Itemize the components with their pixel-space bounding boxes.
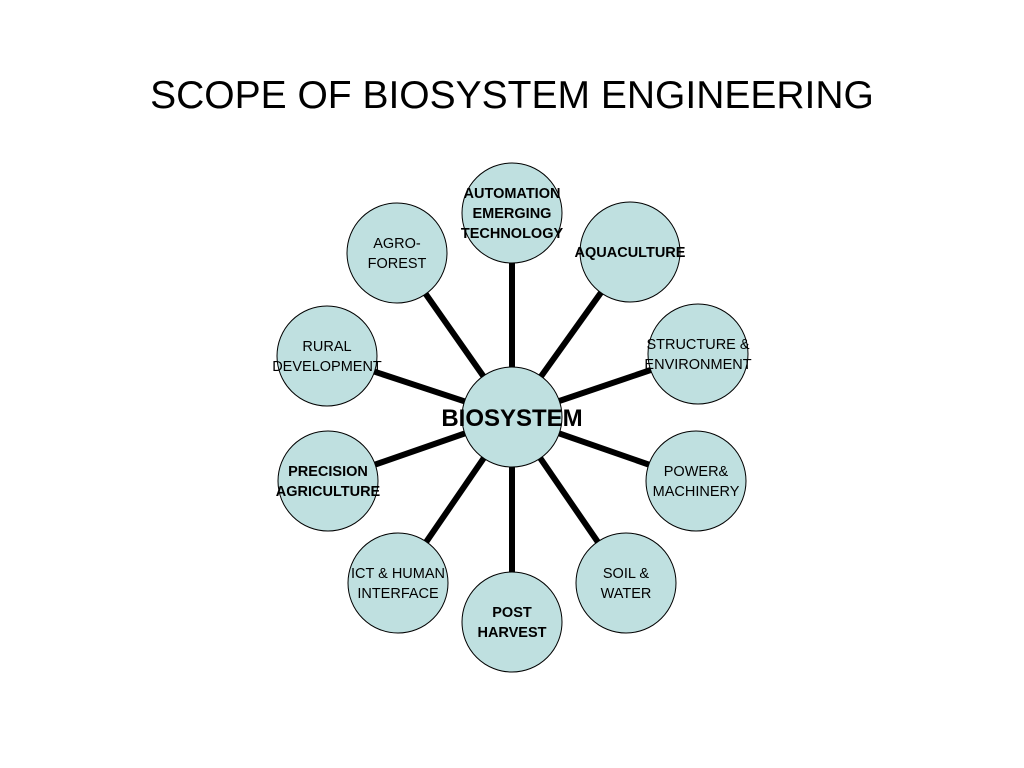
node-label-power: MACHINERY: [653, 484, 740, 500]
node-label-agro: AGRO-: [373, 236, 421, 252]
node-label-soil: SOIL &: [603, 566, 650, 582]
hub-group: BIOSYSTEM: [441, 366, 583, 468]
node-label-aquaculture: AQUACULTURE: [575, 245, 686, 261]
node-structure: STRUCTURE & ENVIRONMENT: [644, 303, 752, 405]
node-precision: PRECISION AGRICULTURE: [276, 430, 381, 532]
node-soil: SOIL & WATER: [575, 532, 677, 634]
node-label-ict: ICT & HUMAN: [351, 566, 445, 582]
node-label-power: POWER&: [664, 464, 729, 480]
node-label-ict: INTERFACE: [357, 586, 439, 602]
node-label-automation: TECHNOLOGY: [461, 226, 564, 242]
node-ict: ICT & HUMAN INTERFACE: [347, 532, 449, 634]
node-circle-post-harvest: [461, 571, 563, 673]
node-power: POWER&MACHINERY: [645, 430, 747, 532]
node-label-structure: ENVIRONMENT: [644, 357, 751, 373]
node-label-agro: FOREST: [368, 256, 427, 272]
node-label-rural: DEVELOPMENT: [272, 359, 382, 375]
node-circle-power: [645, 430, 747, 532]
node-label-precision: AGRICULTURE: [276, 484, 381, 500]
node-label-rural: RURAL: [302, 339, 351, 355]
node-circle-soil: [575, 532, 677, 634]
node-label-post-harvest: HARVEST: [477, 625, 546, 641]
node-rural: RURAL DEVELOPMENT: [272, 305, 382, 407]
node-automation: AUTOMATION EMERGING TECHNOLOGY: [461, 162, 564, 264]
node-circle-aquaculture: [579, 201, 681, 303]
node-circle-automation: [461, 162, 563, 264]
node-circle-structure: [647, 303, 749, 405]
node-agro: AGRO- FOREST: [346, 202, 448, 304]
slide-title: SCOPE OF BIOSYSTEM ENGINEERING: [150, 74, 874, 117]
node-label-automation: EMERGING: [473, 206, 552, 222]
node-label-automation: AUTOMATION: [464, 186, 561, 202]
node-circle-precision: [277, 430, 379, 532]
node-label-structure: STRUCTURE &: [646, 337, 749, 353]
node-circle-rural: [276, 305, 378, 407]
node-circle-agro: [346, 202, 448, 304]
node-circle-ict: [347, 532, 449, 634]
hub-circle: [461, 366, 563, 468]
node-aquaculture: AQUACULTURE: [575, 201, 686, 303]
node-label-post-harvest: POST: [492, 605, 532, 621]
node-label-precision: PRECISION: [288, 464, 368, 480]
node-label-soil: WATER: [601, 586, 652, 602]
node-post-harvest: POST HARVEST: [461, 571, 563, 673]
node-group: AUTOMATION EMERGING TECHNOLOGY AQUACULTURE S…: [272, 162, 752, 673]
hub-label: BIOSYSTEM: [441, 405, 582, 432]
